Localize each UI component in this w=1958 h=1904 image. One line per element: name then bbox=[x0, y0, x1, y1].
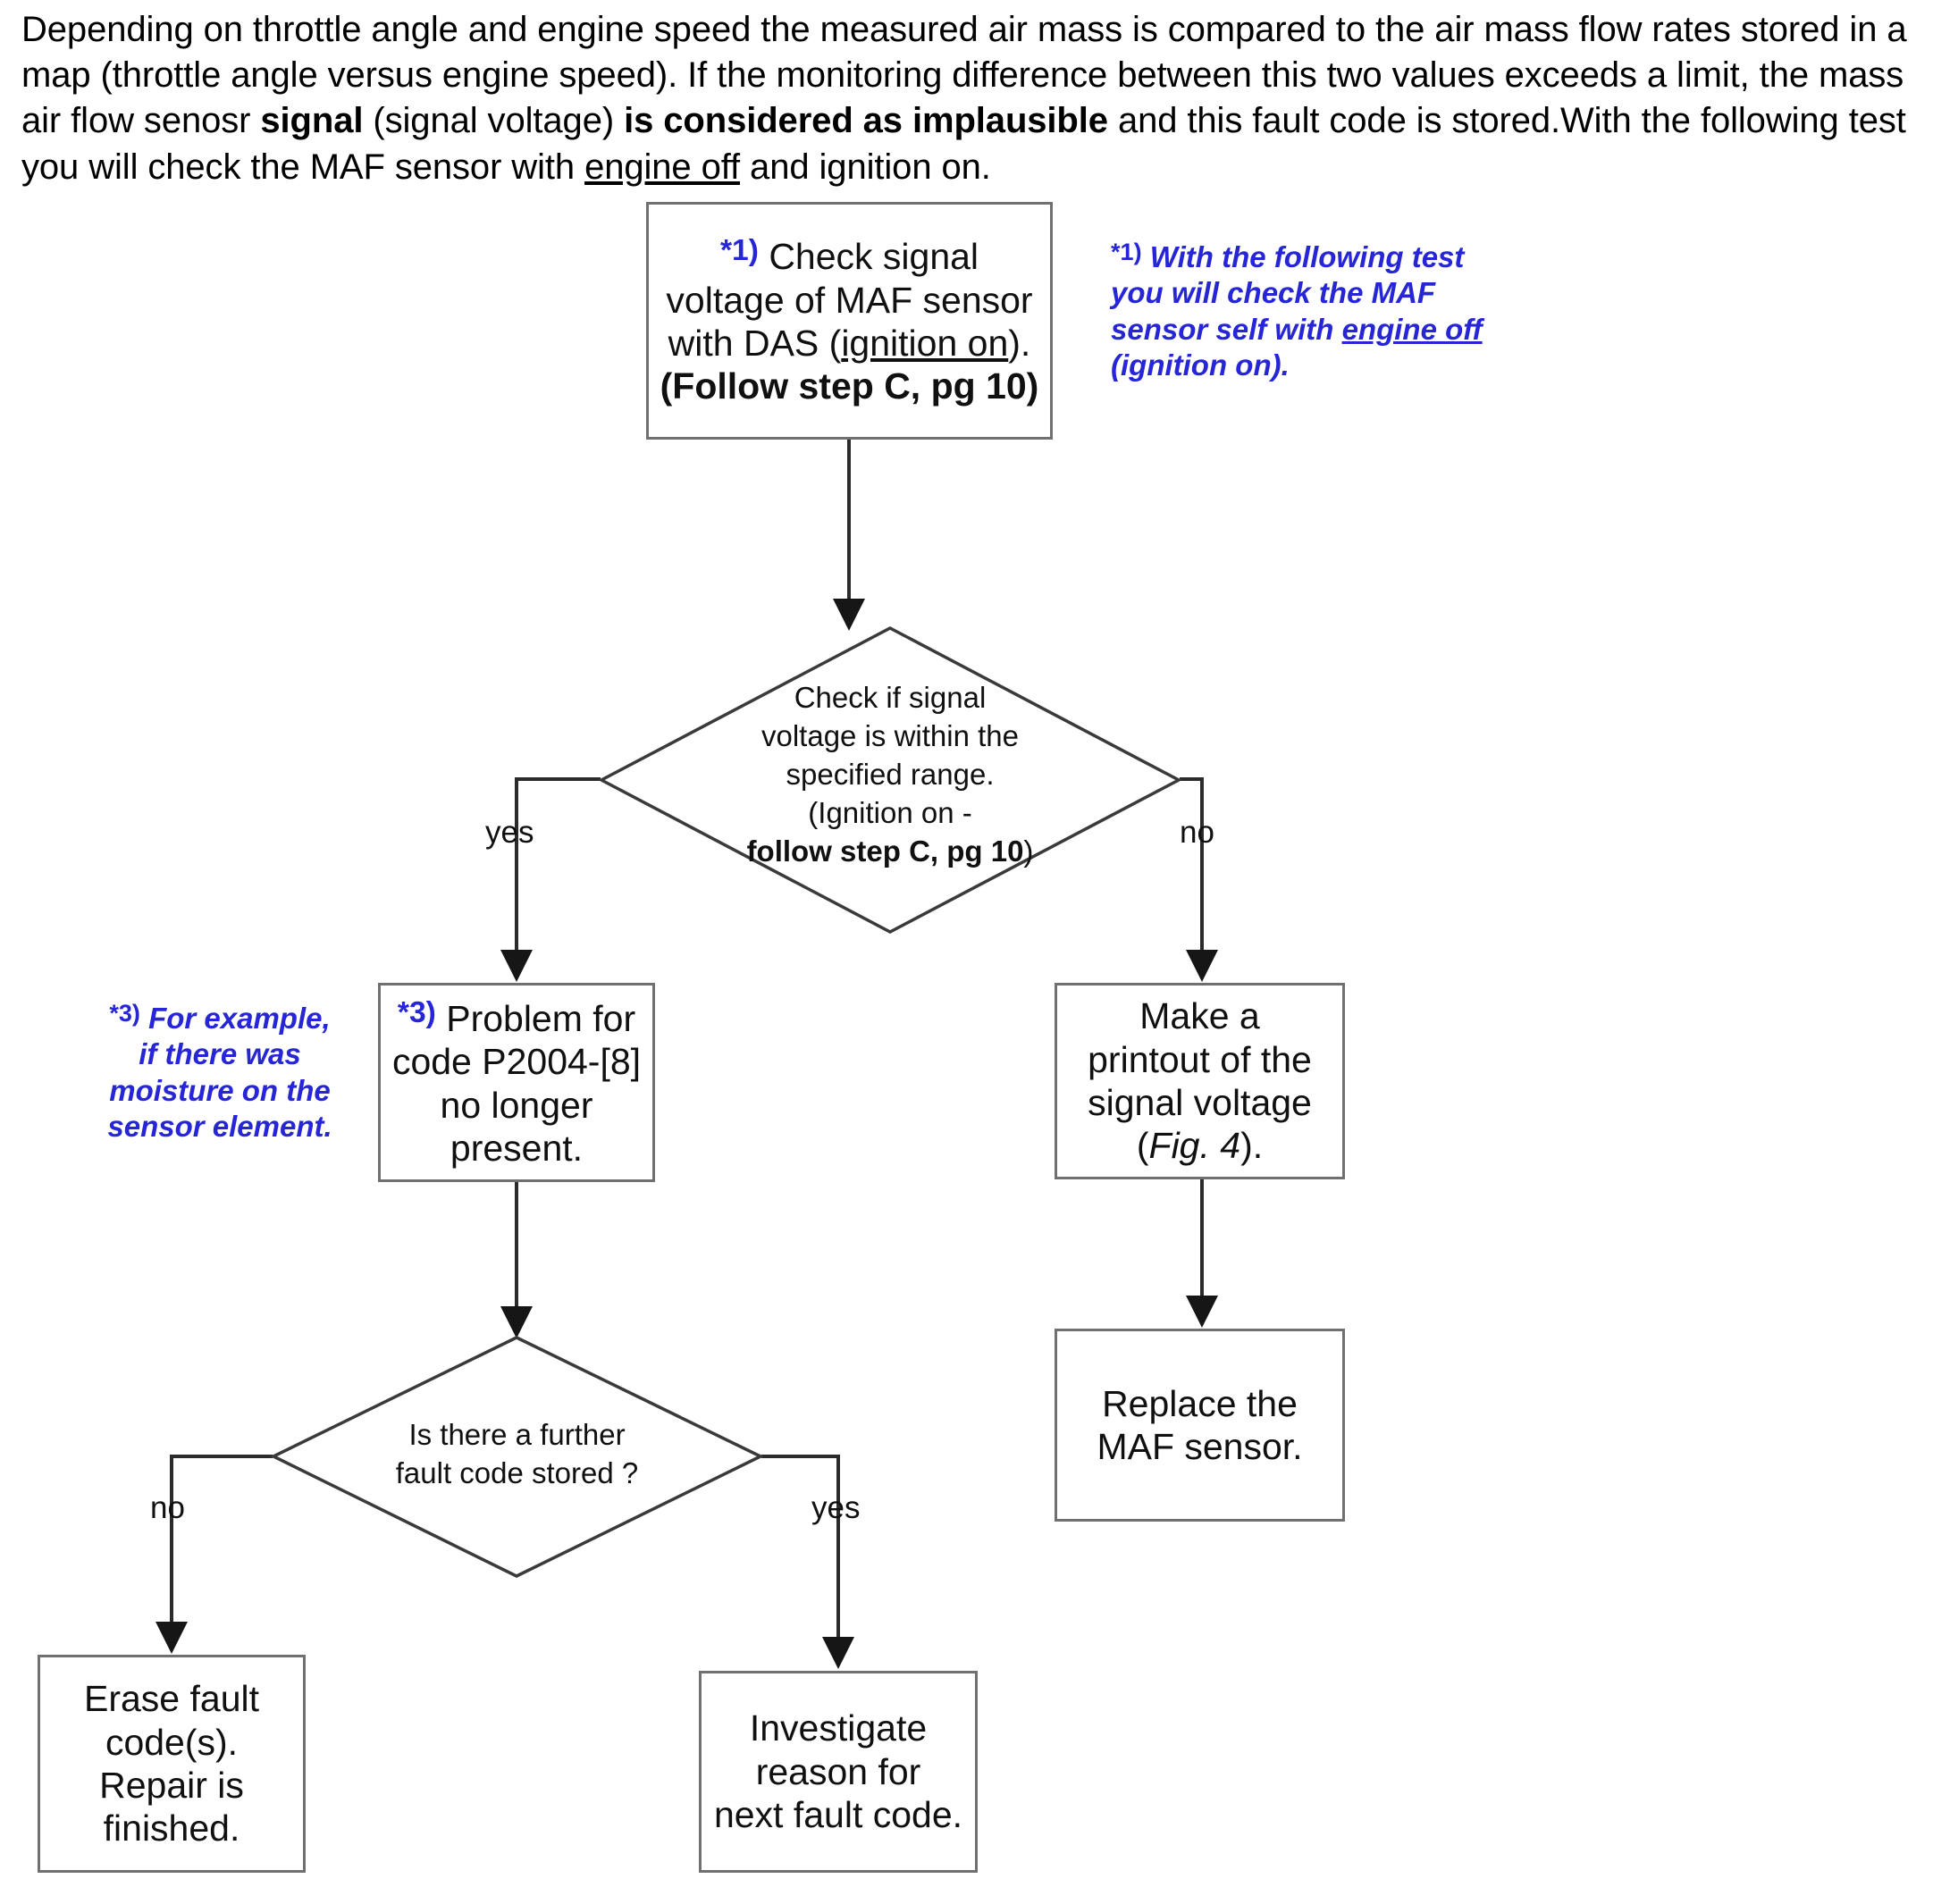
box-investigate-next-fault-code[interactable]: Investigate reason for next fault code. bbox=[699, 1671, 978, 1873]
diamond-signal-in-range[interactable]: Check if signal voltage is within the sp… bbox=[599, 625, 1181, 935]
diamond1-line1: Check if signal bbox=[794, 681, 987, 714]
footnote-marker-1: *1) bbox=[719, 234, 759, 268]
annotation-note-1-line1: *1) With the following test bbox=[1111, 239, 1465, 274]
box-investigate-line1: Investigate bbox=[749, 1707, 928, 1749]
diamond-further-fault-code-text: Is there a further fault code stored ? bbox=[271, 1416, 763, 1493]
box-erase-fault-codes[interactable]: Erase fault code(s). Repair is finished. bbox=[38, 1655, 306, 1873]
box-replace-line1: Replace the bbox=[1102, 1382, 1298, 1424]
box-make-printout[interactable]: Make a printout of the signal voltage (F… bbox=[1055, 983, 1345, 1179]
box-printout-line2: printout of the bbox=[1088, 1038, 1312, 1080]
diamond1-line3: specified range. bbox=[786, 757, 995, 791]
annotation-note-1-line4: (ignition on). bbox=[1111, 348, 1290, 382]
diamond2-line2: fault code stored ? bbox=[395, 1455, 639, 1489]
box-problem-line3: no longer bbox=[440, 1084, 593, 1126]
edge-diamond1-no bbox=[1180, 777, 1218, 982]
edge-diamond2-no bbox=[155, 1455, 273, 1654]
edge-label-diamond1-no: no bbox=[1180, 815, 1214, 850]
annotation-note-1: *1) With the following test you will che… bbox=[1111, 238, 1495, 383]
box-printout-line4: (Fig. 4). bbox=[1136, 1125, 1264, 1167]
box-erase-line3: Repair is bbox=[99, 1765, 244, 1806]
box-replace-maf-sensor[interactable]: Replace the MAF sensor. bbox=[1055, 1329, 1345, 1522]
box-check-signal-line4: (Follow step C, pg 10) bbox=[660, 365, 1039, 407]
box-investigate-line3: next fault code. bbox=[713, 1794, 963, 1836]
footnote-marker-3: *3) bbox=[397, 995, 436, 1029]
box-check-signal-line1: *1) Check signal bbox=[719, 234, 979, 278]
edge-label-diamond1-yes: yes bbox=[485, 815, 534, 850]
annotation-note-3-line1: *3) For example, bbox=[109, 1000, 331, 1036]
edge-label-diamond2-no: no bbox=[150, 1490, 185, 1525]
footnote-marker-1-note: *1) bbox=[1111, 239, 1142, 265]
box-erase-line4: finished. bbox=[103, 1808, 240, 1849]
diamond1-line4: (Ignition on - bbox=[808, 795, 972, 829]
box-problem-line2: code P2004-[8] bbox=[391, 1041, 642, 1083]
intro-bold-signal: signal bbox=[260, 101, 364, 141]
diamond-signal-in-range-text: Check if signal voltage is within the sp… bbox=[599, 679, 1181, 870]
box-check-signal-line2: voltage of MAF sensor bbox=[666, 279, 1033, 321]
footnote-marker-3-note: *3) bbox=[109, 1000, 140, 1027]
box-check-signal-voltage[interactable]: *1) Check signal voltage of MAF sensor w… bbox=[646, 202, 1053, 440]
diamond-further-fault-code[interactable]: Is there a further fault code stored ? bbox=[271, 1335, 763, 1579]
intro-segment-3: and this fault code is stored.With the f… bbox=[21, 101, 1906, 187]
annotation-note-1-line2: you will check the MAF bbox=[1111, 276, 1436, 310]
box-investigate-line2: reason for bbox=[755, 1750, 921, 1792]
diamond2-line1: Is there a further bbox=[408, 1418, 626, 1451]
annotation-note-3: *3) For example, if there was moisture o… bbox=[98, 999, 341, 1145]
intro-segment-1: Depending on throttle angle and engine s… bbox=[21, 10, 1907, 141]
box-replace-line2: MAF sensor. bbox=[1097, 1426, 1303, 1467]
underline-ignition-on: ignition on bbox=[841, 323, 1009, 365]
box-problem-line1: *3) Problem for bbox=[397, 995, 636, 1039]
intro-bold-implausible: is considered as implausible bbox=[624, 101, 1108, 141]
annotation-underline-engine-off: engine off bbox=[1341, 312, 1483, 346]
box-check-signal-line3: with DAS (ignition on). bbox=[668, 323, 1031, 365]
box-printout-line1: Make a bbox=[1139, 995, 1260, 1037]
box-erase-line2: code(s). bbox=[105, 1721, 239, 1763]
intro-segment-4: and ignition on. bbox=[740, 147, 991, 187]
intro-paragraph: Depending on throttle angle and engine s… bbox=[21, 7, 1943, 190]
box-printout-line3: signal voltage bbox=[1088, 1082, 1312, 1123]
annotation-note-3-line3: moisture on the bbox=[109, 1073, 331, 1107]
intro-segment-2: (signal voltage) bbox=[363, 101, 625, 141]
box-problem-line4: present. bbox=[450, 1127, 584, 1169]
intro-underline-engine-off: engine off bbox=[584, 147, 741, 187]
box-problem-no-longer-present[interactable]: *3) Problem for code P2004-[8] no longer… bbox=[378, 983, 655, 1182]
edge-label-diamond2-yes: yes bbox=[811, 1490, 861, 1525]
diamond1-line5: follow step C, pg 10) bbox=[746, 834, 1034, 868]
annotation-note-1-line3: sensor self with engine off bbox=[1111, 312, 1483, 346]
box-erase-line1: Erase fault bbox=[84, 1678, 259, 1720]
diamond1-line2: voltage is within the bbox=[761, 718, 1019, 752]
edge-diamond1-yes bbox=[500, 777, 601, 982]
figure-reference: Fig. 4 bbox=[1148, 1125, 1241, 1167]
annotation-note-3-line4: sensor element. bbox=[107, 1109, 332, 1143]
edge-diamond2-yes bbox=[761, 1455, 854, 1669]
diamond-signal-in-range-shape bbox=[599, 626, 1181, 934]
annotation-note-3-line2: if there was bbox=[139, 1037, 301, 1071]
diamond-further-fault-code-shape bbox=[271, 1336, 763, 1578]
